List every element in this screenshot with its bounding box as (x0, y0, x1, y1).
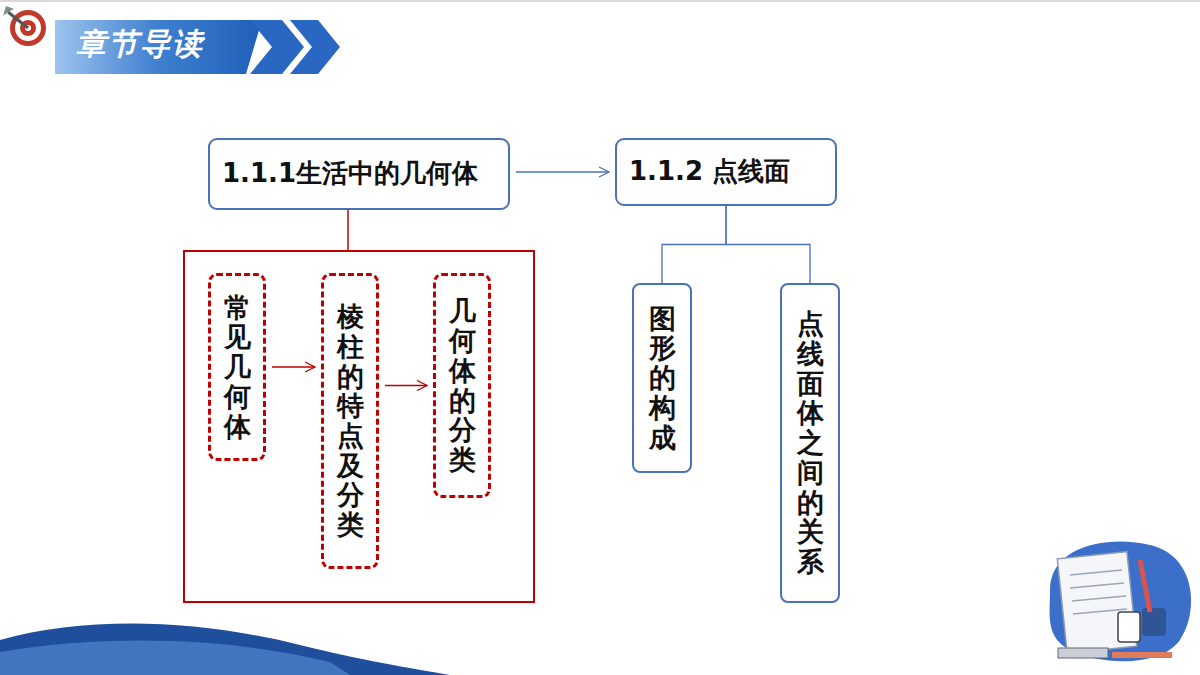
connector (726, 206, 810, 283)
section-box: 1.1.2 点线面 (615, 138, 837, 206)
chevron (290, 20, 340, 74)
node-label: 棱柱的特点及分类 (337, 302, 364, 540)
connector (385, 385, 427, 386)
topic-box: 图形的构成 (632, 283, 692, 473)
section-box: 1.1.1生活中的几何体 (208, 138, 510, 210)
connector (662, 206, 726, 283)
topic-box: 常见几何体 (208, 273, 266, 461)
connector (272, 366, 315, 367)
connector (516, 171, 609, 172)
node-label: 点线面体之间的关系 (797, 309, 824, 576)
stem-line (347, 210, 349, 250)
node-label: 图形的构成 (649, 304, 676, 452)
top-rule (0, 0, 1200, 2)
topic-box: 点线面体之间的关系 (780, 283, 840, 603)
node-label: 几何体的分类 (449, 296, 476, 474)
wave (0, 641, 350, 675)
target-icon (3, 6, 46, 46)
node-label: 1.1.2 点线面 (629, 156, 790, 187)
title-banner (55, 20, 262, 74)
topic-box: 棱柱的特点及分类 (321, 273, 379, 569)
stationery-illustration (1050, 541, 1192, 661)
node-label: 1.1.1生活中的几何体 (222, 158, 478, 189)
topic-box: 几何体的分类 (433, 273, 491, 498)
node-label: 常见几何体 (224, 293, 251, 441)
slide-title: 章节导读 (76, 24, 204, 65)
chevron (250, 20, 304, 74)
wave (0, 624, 450, 675)
